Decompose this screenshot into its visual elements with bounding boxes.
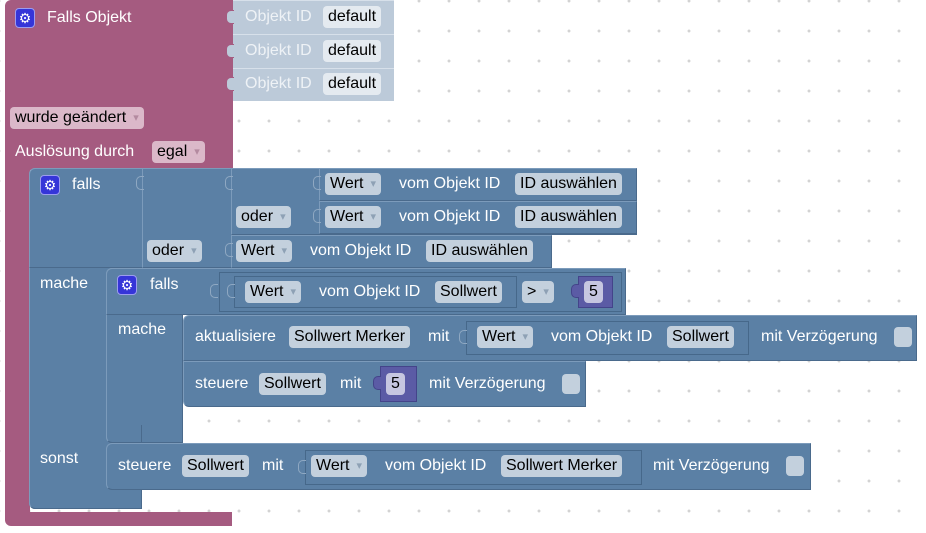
control-label: steuere [195, 375, 249, 392]
gear-icon[interactable]: ⚙ [117, 275, 137, 295]
delay-checkbox[interactable] [786, 456, 804, 476]
number-field[interactable]: 5 [584, 281, 603, 303]
from-object-label: vom Objekt ID [399, 208, 501, 225]
from-object-label: vom Objekt ID [319, 283, 421, 300]
target-object-field[interactable]: Sollwert Merker [289, 326, 411, 348]
input-connector [459, 330, 467, 344]
object-id-label: Objekt ID [245, 75, 312, 92]
object-id-field[interactable]: Sollwert Merker [501, 455, 623, 477]
gear-icon[interactable]: ⚙ [40, 175, 60, 195]
input-connector [571, 284, 579, 298]
input-connector [225, 176, 233, 190]
delay-checkbox[interactable] [894, 327, 912, 347]
logic-dropdown[interactable]: oder [147, 240, 202, 262]
value-dropdown[interactable]: Wert [325, 173, 382, 195]
input-connector [226, 44, 234, 58]
if-label: falls [72, 176, 101, 193]
inner-if-end [106, 425, 142, 443]
object-id-field[interactable]: ID auswählen [426, 240, 533, 262]
trigger-by-label: Auslösung durch [15, 143, 135, 160]
object-id-label: Objekt ID [245, 42, 312, 59]
with-label: mit [428, 328, 450, 345]
logic-dropdown[interactable]: oder [236, 206, 291, 228]
trigger-block-spine [5, 160, 30, 520]
input-connector [313, 176, 321, 190]
control-label: steuere [118, 457, 172, 474]
number-field[interactable]: 5 [386, 373, 405, 395]
if-label: falls [150, 276, 179, 293]
value-dropdown[interactable]: Wert [245, 281, 302, 303]
with-label: mit [340, 375, 362, 392]
value-dropdown[interactable]: Wert [325, 206, 382, 228]
value-dropdown[interactable]: Wert [236, 240, 293, 262]
gear-icon[interactable]: ⚙ [15, 8, 35, 28]
delay-label: mit Verzögerung [761, 328, 878, 345]
input-connector [136, 176, 144, 190]
with-label: mit [262, 457, 284, 474]
input-connector [210, 284, 218, 298]
operator-dropdown[interactable]: > [522, 281, 554, 303]
delay-label: mit Verzögerung [653, 457, 770, 474]
target-object-field[interactable]: Sollwert [259, 373, 326, 395]
event-dropdown[interactable]: wurde geändert [10, 107, 144, 129]
trigger-title: Falls Objekt [47, 9, 132, 26]
delay-label: mit Verzögerung [429, 375, 546, 392]
object-id-field[interactable]: Sollwert [667, 326, 734, 348]
input-connector [313, 209, 321, 223]
value-dropdown[interactable]: Wert [311, 455, 368, 477]
input-connector [373, 376, 381, 390]
target-object-field[interactable]: Sollwert [182, 455, 249, 477]
object-id-field[interactable]: default [323, 40, 382, 62]
delay-checkbox[interactable] [562, 374, 580, 394]
from-object-label: vom Objekt ID [399, 175, 501, 192]
input-connector [226, 77, 234, 91]
object-id-field[interactable]: Sollwert [435, 281, 502, 303]
if-block-end [29, 492, 142, 509]
else-label: sonst [40, 450, 79, 467]
input-connector [225, 243, 233, 257]
object-id-field[interactable]: default [323, 6, 382, 28]
object-id-field[interactable]: ID auswählen [515, 206, 622, 228]
update-label: aktualisiere [195, 328, 276, 345]
trigger-by-dropdown[interactable]: egal [152, 141, 205, 163]
object-id-label: Objekt ID [245, 8, 312, 25]
input-connector [226, 10, 234, 24]
from-object-label: vom Objekt ID [310, 242, 412, 259]
input-connector [227, 284, 235, 298]
from-object-label: vom Objekt ID [551, 328, 653, 345]
trigger-block-bottom [5, 512, 232, 526]
from-object-label: vom Objekt ID [385, 457, 487, 474]
value-dropdown[interactable]: Wert [477, 326, 534, 348]
input-connector [298, 460, 306, 474]
do-label: mache [40, 275, 89, 292]
object-id-field[interactable]: default [323, 73, 382, 95]
object-id-field[interactable]: ID auswählen [515, 173, 622, 195]
do-label: mache [118, 321, 167, 338]
